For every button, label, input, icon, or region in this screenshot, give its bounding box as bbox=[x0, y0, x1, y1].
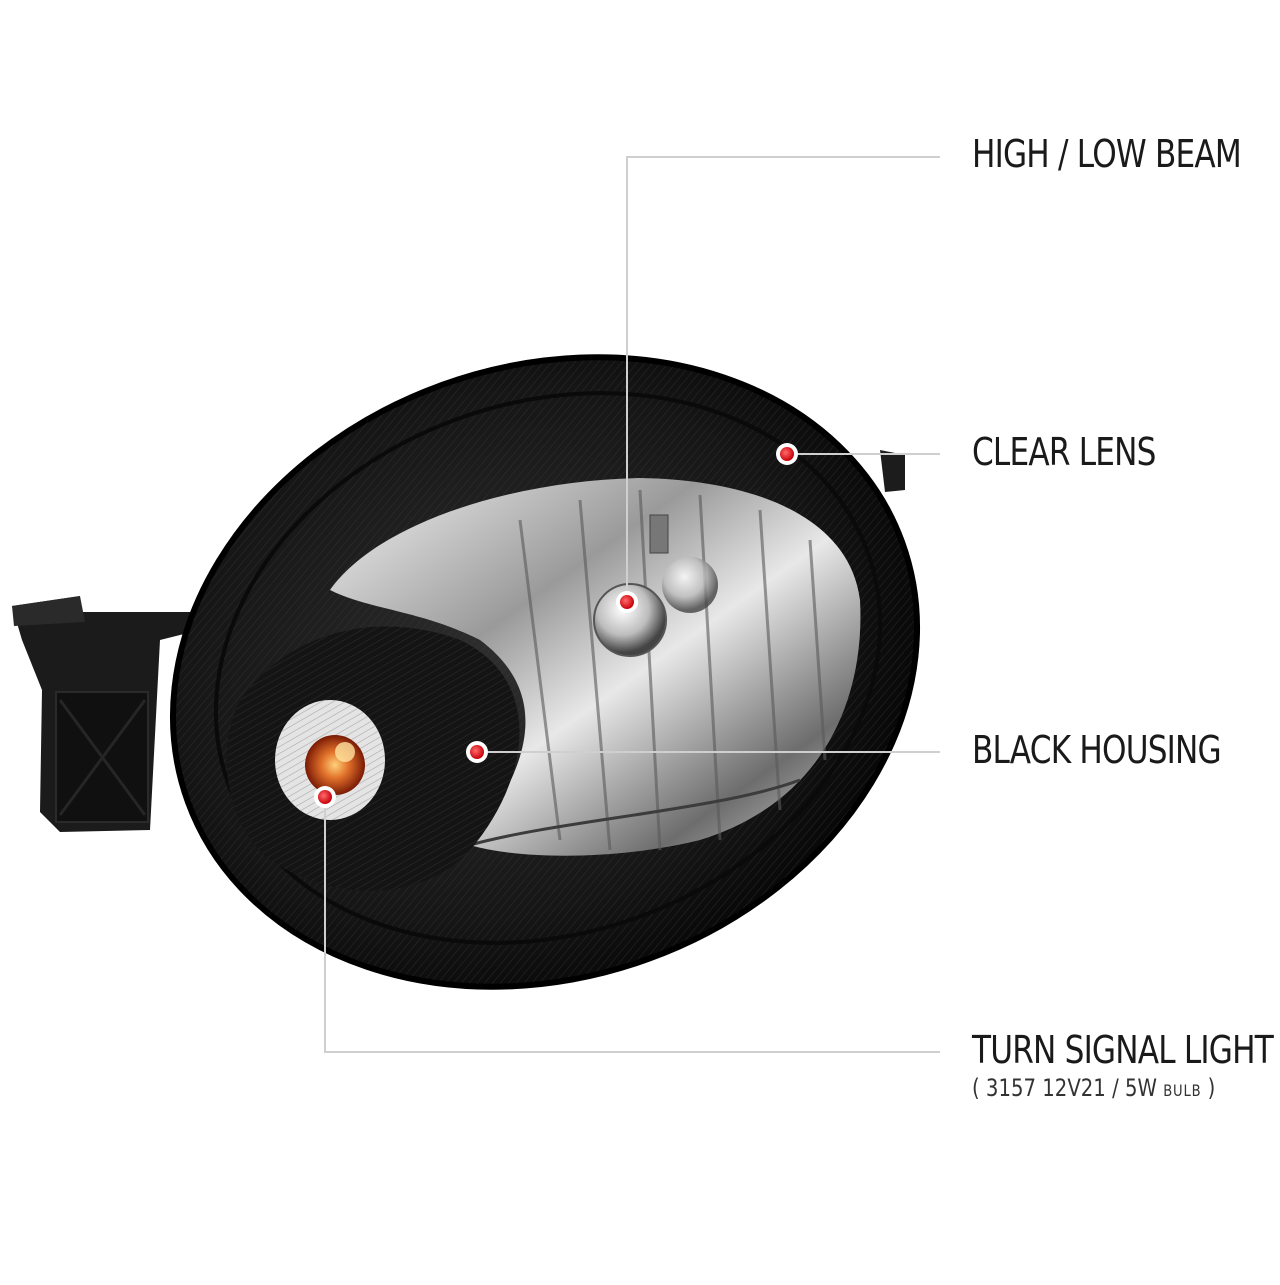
callout-high-low-beam: HIGH / LOW BEAM bbox=[972, 132, 1242, 176]
callout-black-housing: BLACK HOUSING bbox=[972, 728, 1222, 772]
callout-turn-signal: TURN SIGNAL LIGHT bbox=[972, 1028, 1274, 1072]
bulb-spec-text: ( 3157 12V21 / 5W bbox=[972, 1074, 1164, 1102]
turn-signal-assembly bbox=[275, 700, 385, 820]
mounting-bracket bbox=[12, 596, 200, 832]
chrome-reflector bbox=[330, 478, 861, 856]
leader-line-turn-signal bbox=[324, 797, 940, 1053]
callout-markers bbox=[314, 443, 798, 808]
turn-signal-bulb-spec: ( 3157 12V21 / 5W BULB ) bbox=[972, 1074, 1215, 1102]
right-mounting-tab bbox=[880, 450, 905, 492]
leader-line-high-low-beam bbox=[626, 156, 940, 602]
bulb-spec-close: ) bbox=[1201, 1074, 1216, 1102]
callout-clear-lens: CLEAR LENS bbox=[972, 430, 1156, 474]
leader-lines bbox=[324, 156, 940, 1053]
bulb-word: BULB bbox=[1163, 1081, 1202, 1100]
